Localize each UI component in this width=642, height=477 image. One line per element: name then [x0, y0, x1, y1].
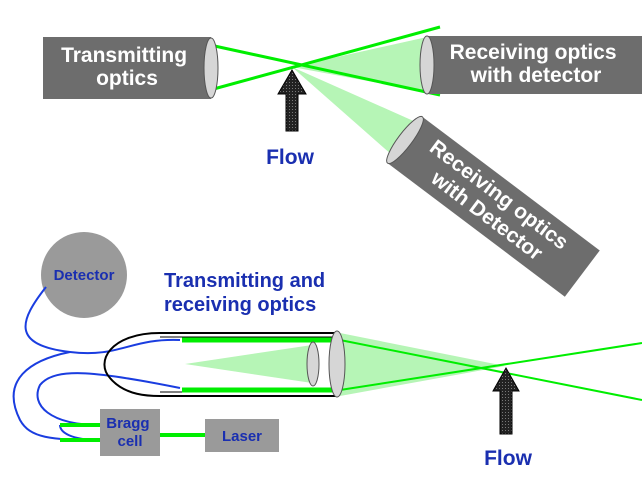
- forward-scatter-cone: [292, 37, 427, 92]
- transmitting-optics-box: Transmitting optics: [43, 37, 219, 99]
- receiving-optics-box-right: Receiving optics with detector: [419, 35, 642, 95]
- top-flow-label: Flow: [266, 146, 314, 169]
- lens-icon: [203, 37, 219, 99]
- receiving-optics-box-angled: Receiving optics with Detector: [386, 115, 600, 297]
- bragg-fibers: [60, 423, 205, 442]
- lens-icon: [328, 330, 346, 398]
- probe-housing: [103, 332, 338, 397]
- crossing-beams-bottom: [339, 339, 642, 401]
- flow-arrow-icon: [277, 69, 307, 132]
- probe-caption: Transmitting and receiving optics: [164, 270, 331, 316]
- lens-icon: [419, 35, 435, 95]
- bottom-flow-label: Flow: [484, 447, 532, 470]
- detector: Detector: [41, 232, 127, 318]
- top-setup: Transmitting optics Receiving optics wit…: [43, 25, 642, 297]
- fiber-cable-icon: [12, 286, 181, 441]
- receiving-optics-right-label: Receiving optics with detector: [450, 41, 623, 87]
- crossing-beams: [209, 25, 441, 97]
- flow-arrow-icon: [492, 366, 520, 435]
- bragg-cell-label: Bragg cell: [106, 415, 154, 450]
- laser: Laser: [205, 419, 279, 452]
- transmitting-optics-label: Transmitting optics: [61, 44, 193, 90]
- inner-receive-cone: [185, 345, 312, 383]
- lens-icon: [306, 341, 320, 387]
- laser-label: Laser: [222, 428, 262, 445]
- bottom-setup: Detector Transmitting and: [12, 232, 642, 470]
- lens-icon: [386, 115, 424, 165]
- side-scatter-cone: [292, 67, 418, 155]
- bragg-cell: Bragg cell: [100, 409, 160, 456]
- probe-beams: [182, 337, 336, 393]
- detector-label: Detector: [54, 267, 115, 284]
